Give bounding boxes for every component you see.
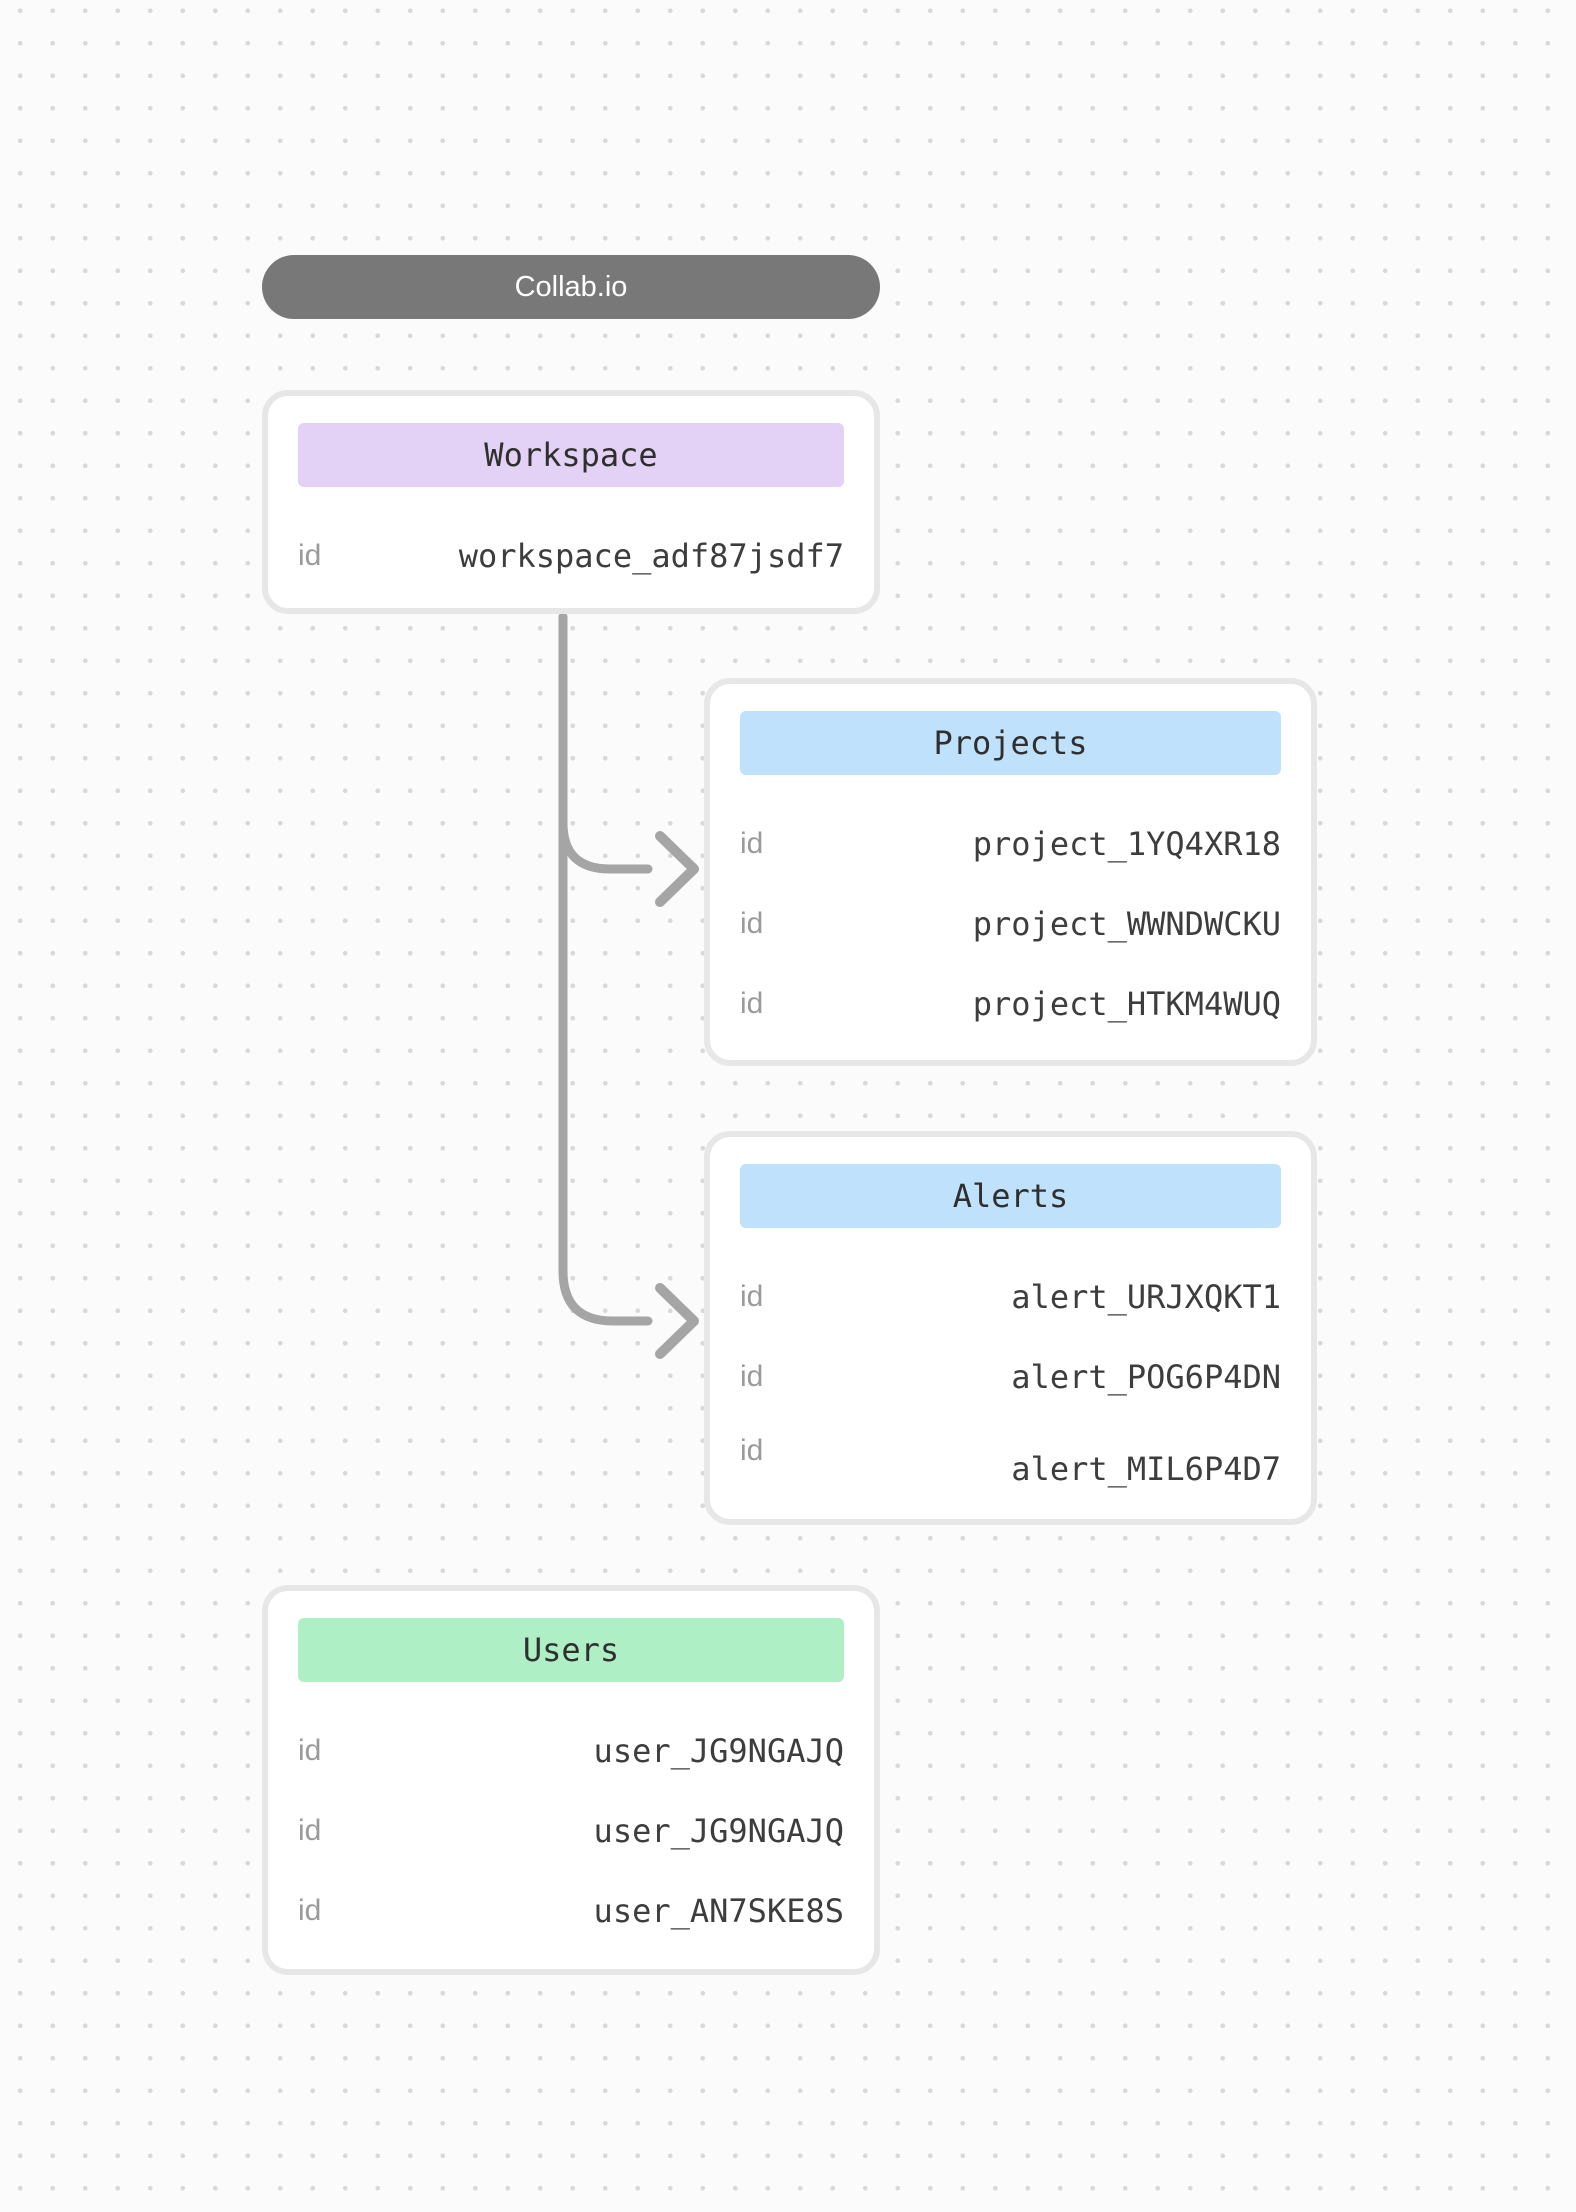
field-row: id user_JG9NGAJQ [298, 1791, 844, 1871]
entity-card-workspace[interactable]: Workspace id workspace_adf87jsdf7 [262, 390, 880, 614]
field-key: id [740, 987, 764, 1020]
field-key: id [740, 1434, 764, 1467]
field-value: workspace_adf87jsdf7 [458, 537, 844, 575]
entity-card-alerts[interactable]: Alerts id alert_URJXQKT1 id alert_POG6P4… [704, 1131, 1317, 1525]
entity-header-users: Users [298, 1618, 844, 1682]
field-row: id user_JG9NGAJQ [298, 1711, 844, 1791]
field-value: project_1YQ4XR18 [972, 825, 1281, 863]
field-row: id alert_URJXQKT1 [740, 1257, 1281, 1337]
field-key: id [298, 1894, 322, 1927]
field-key: id [740, 1280, 764, 1313]
entity-card-users[interactable]: Users id user_JG9NGAJQ id user_JG9NGAJQ … [262, 1585, 880, 1975]
entity-header-alerts: Alerts [740, 1164, 1281, 1228]
field-key: id [740, 827, 764, 860]
field-row: id workspace_adf87jsdf7 [298, 516, 844, 596]
field-row: id project_WWNDWCKU [740, 884, 1281, 964]
field-rows: id project_1YQ4XR18 id project_WWNDWCKU … [740, 804, 1281, 1044]
field-key: id [298, 1734, 322, 1767]
field-rows: id workspace_adf87jsdf7 [298, 516, 844, 596]
field-rows: id user_JG9NGAJQ id user_JG9NGAJQ id use… [298, 1711, 844, 1951]
field-value: user_JG9NGAJQ [593, 1732, 844, 1770]
field-value: alert_MIL6P4D7 [1011, 1450, 1281, 1488]
entity-card-projects[interactable]: Projects id project_1YQ4XR18 id project_… [704, 678, 1317, 1066]
connector-workspace-projects [558, 612, 653, 874]
field-value: alert_URJXQKT1 [1011, 1278, 1281, 1316]
entity-header-projects: Projects [740, 711, 1281, 775]
field-value: user_AN7SKE8S [593, 1892, 844, 1930]
connectors [558, 612, 699, 1359]
field-value: alert_POG6P4DN [1011, 1358, 1281, 1396]
field-key: id [740, 1360, 764, 1393]
field-row: id project_1YQ4XR18 [740, 804, 1281, 884]
field-key: id [298, 1814, 322, 1847]
field-value: project_HTKM4WUQ [972, 985, 1281, 1023]
field-row: id project_HTKM4WUQ [740, 964, 1281, 1044]
field-value: user_JG9NGAJQ [593, 1812, 844, 1850]
entity-header-workspace: Workspace [298, 423, 844, 487]
arrowhead-projects-icon [655, 831, 699, 907]
field-key: id [740, 907, 764, 940]
field-row: id alert_MIL6P4D7 [740, 1417, 1281, 1497]
diagram-title-pill[interactable]: Collab.io [262, 255, 880, 319]
connector-workspace-alerts [558, 612, 653, 1326]
arrowhead-alerts-icon [655, 1283, 699, 1359]
field-key: id [298, 539, 322, 572]
field-rows: id alert_URJXQKT1 id alert_POG6P4DN id a… [740, 1257, 1281, 1497]
field-value: project_WWNDWCKU [972, 905, 1281, 943]
field-row: id user_AN7SKE8S [298, 1871, 844, 1951]
field-row: id alert_POG6P4DN [740, 1337, 1281, 1417]
